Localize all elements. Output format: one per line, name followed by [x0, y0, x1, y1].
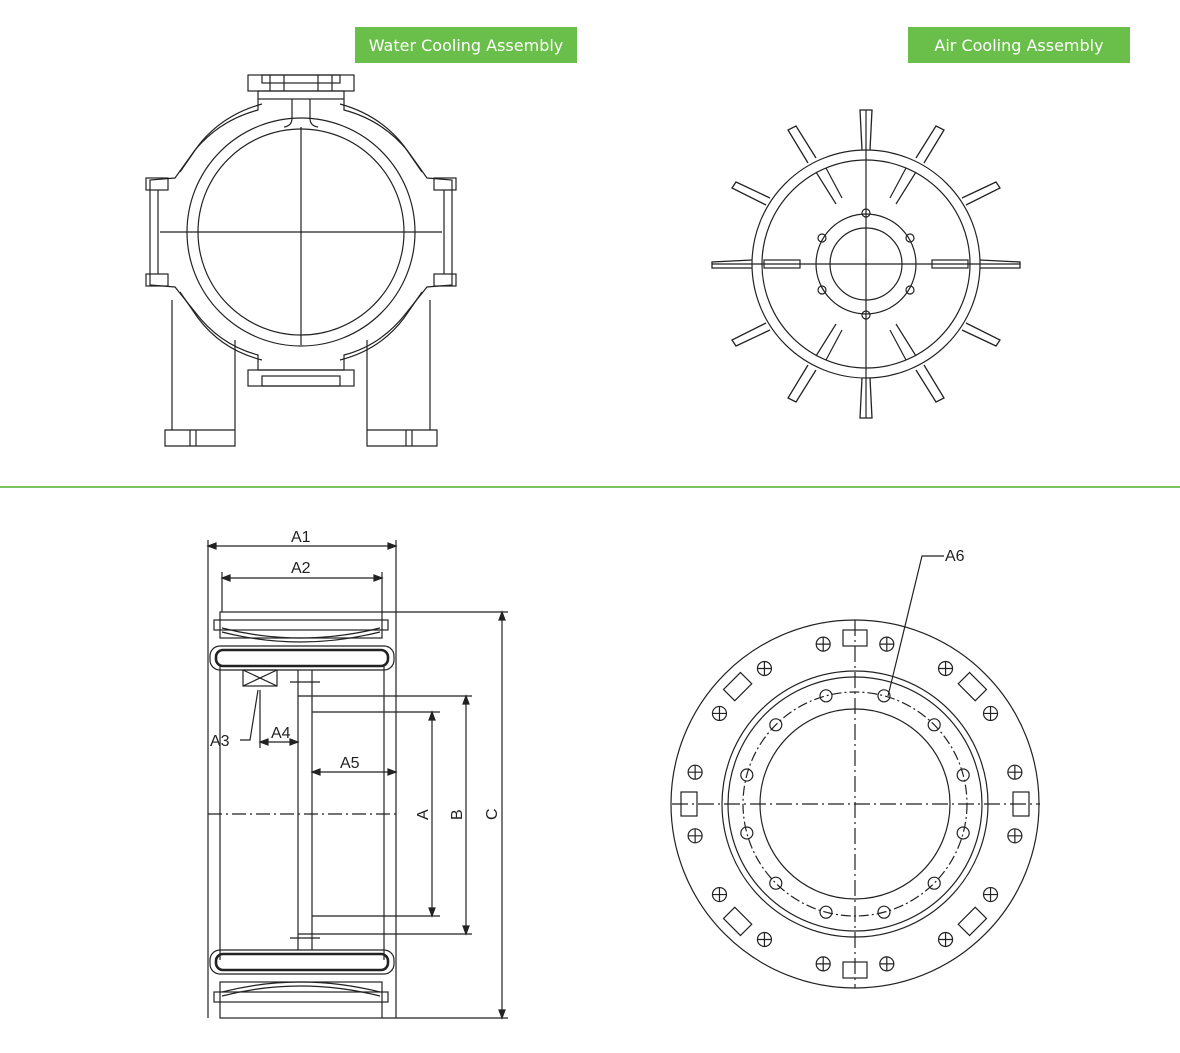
dim-label-a6: A6	[945, 548, 965, 565]
flange-lug	[957, 671, 988, 702]
water-cooling-assembly-label: Water Cooling Assembly	[355, 27, 577, 63]
inner-bolt-hole	[769, 876, 783, 890]
bolt-hole-cross	[938, 932, 953, 947]
flange-lug	[722, 906, 753, 937]
bolt-hole-cross	[983, 706, 998, 721]
flange-front-drawing	[670, 555, 1040, 989]
flange-lug	[957, 906, 988, 937]
bolt-hole-cross	[712, 887, 727, 902]
inner-bolt-hole	[877, 689, 891, 703]
bolt-hole-cross	[816, 956, 831, 971]
inner-bolt-hole	[877, 905, 891, 919]
inner-bolt-hole	[740, 768, 754, 782]
flange-lug	[1012, 791, 1030, 817]
bolt-hole-cross	[1007, 828, 1022, 843]
inner-bolt-hole	[819, 689, 833, 703]
dim-label-a2: A2	[291, 560, 311, 577]
inner-bolt-hole	[740, 826, 754, 840]
dim-label-b: B	[449, 809, 466, 820]
flange-lug	[722, 671, 753, 702]
inner-bolt-hole	[927, 876, 941, 890]
air-cooling-assembly-label: Air Cooling Assembly	[908, 27, 1130, 63]
section-view-drawing	[206, 540, 508, 1020]
bolt-hole-cross	[879, 956, 894, 971]
bolt-hole-cross	[1007, 765, 1022, 780]
flange-lug	[842, 961, 868, 979]
inner-bolt-hole	[927, 718, 941, 732]
bolt-hole-cross	[688, 828, 703, 843]
dim-label-c: C	[484, 808, 501, 820]
bolt-hole-cross	[757, 661, 772, 676]
bolt-hole-cross	[712, 706, 727, 721]
flange-lug	[680, 791, 698, 817]
dim-label-a1: A1	[291, 529, 311, 546]
flange-lug	[842, 629, 868, 647]
bolt-hole-cross	[816, 637, 831, 652]
bolt-hole-cross	[879, 637, 894, 652]
dim-label-a: A	[415, 809, 432, 820]
bolt-hole-cross	[757, 932, 772, 947]
dim-label-a3: A3	[210, 733, 230, 750]
inner-bolt-hole	[769, 718, 783, 732]
water-cooling-drawing	[145, 74, 457, 447]
bolt-hole-cross	[938, 661, 953, 676]
dim-label-a4: A4	[271, 725, 291, 742]
inner-bolt-hole	[819, 905, 833, 919]
inner-bolt-hole	[956, 768, 970, 782]
bolt-hole-cross	[983, 887, 998, 902]
inner-bolt-hole	[956, 826, 970, 840]
bolt-hole-cross	[688, 765, 703, 780]
section-divider	[0, 486, 1180, 488]
air-cooling-drawing	[711, 109, 1021, 419]
dim-label-a5: A5	[340, 755, 360, 772]
